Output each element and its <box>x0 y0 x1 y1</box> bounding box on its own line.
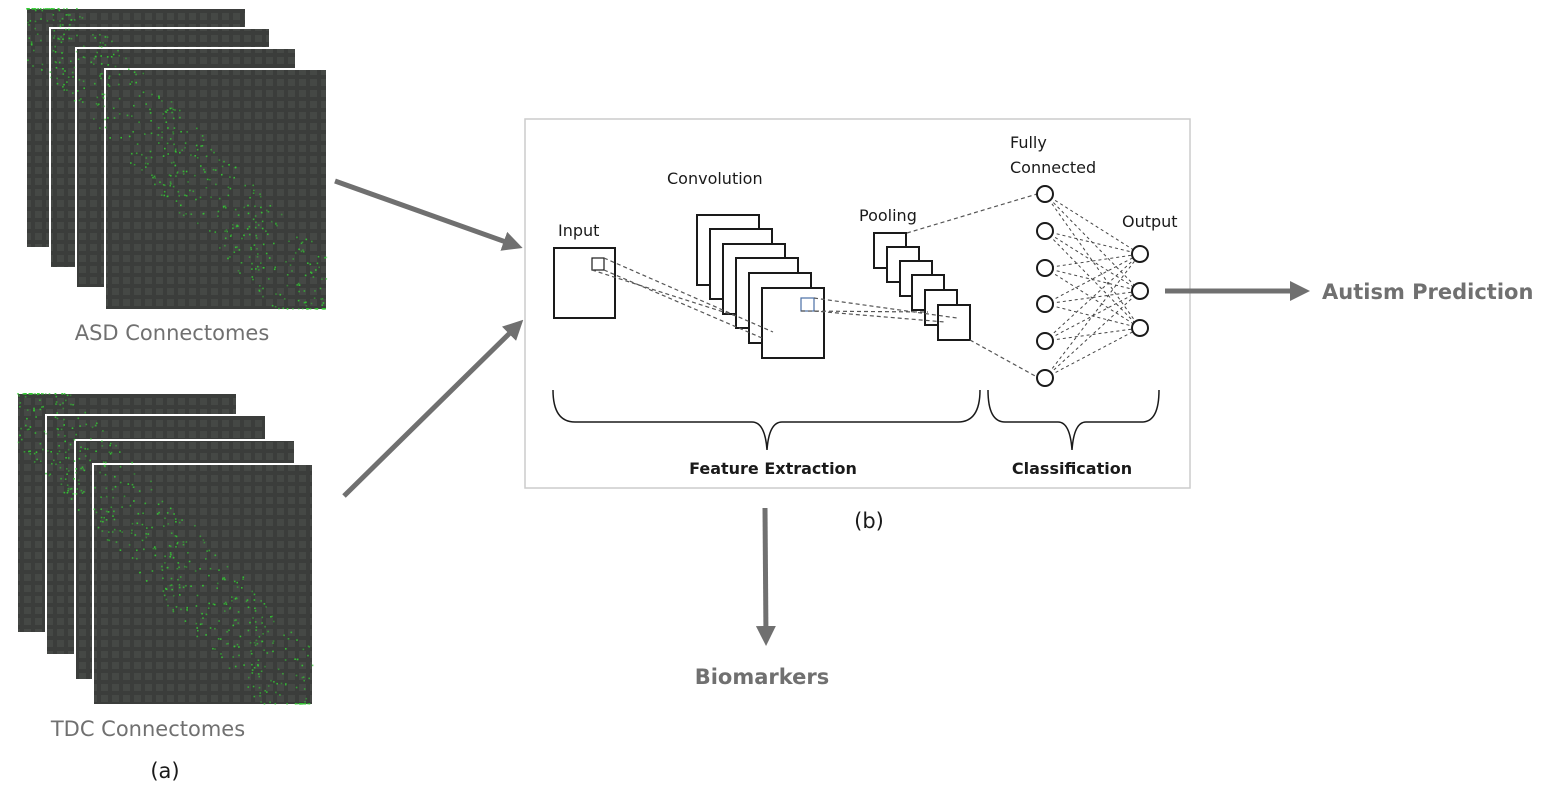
asd-matrix-dots <box>26 8 328 310</box>
fc-connection <box>1044 253 1141 269</box>
cnn-panel: Input Convolution Pooling <box>524 118 1191 489</box>
convolution-label: Convolution <box>667 169 763 188</box>
tdc-connectome-stack <box>16 392 314 706</box>
biomarkers-arrow <box>755 507 776 646</box>
convolution-feature-maps <box>696 214 825 359</box>
panel-b-label: (b) <box>854 509 884 533</box>
fc-neuron <box>1036 332 1054 350</box>
fc-neuron <box>1036 222 1054 240</box>
input-kernel <box>591 257 605 271</box>
classification-brace <box>987 389 1160 451</box>
output-neuron <box>1131 282 1149 300</box>
input-label: Input <box>558 221 599 240</box>
tdc-matrix-dots <box>17 393 314 705</box>
output-neuron <box>1131 319 1149 337</box>
dashed-connections <box>591 193 1038 378</box>
fc-neuron <box>1036 259 1054 277</box>
input-square <box>553 247 616 319</box>
pooling-feature-maps <box>873 232 971 341</box>
fc-connection <box>1044 327 1141 342</box>
tdc-to-cnn-arrow <box>342 319 524 498</box>
asd-to-cnn-arrow <box>334 178 523 251</box>
fc-connection <box>1044 267 1141 292</box>
tdc-connectomes-label: TDC Connectomes <box>50 717 245 741</box>
fc-neuron <box>1036 369 1054 387</box>
classification-label: Classification <box>1012 459 1132 478</box>
output-neuron <box>1131 245 1149 263</box>
fc-connection <box>1044 253 1141 379</box>
panel-a-label: (a) <box>150 759 179 783</box>
fully-connected-label-line2: Connected <box>1010 158 1096 177</box>
asd-connectome-stack <box>25 7 328 311</box>
autism-prediction-label: Autism Prediction <box>1322 280 1533 304</box>
fc-connection <box>1044 230 1141 255</box>
output-neurons <box>1131 245 1149 337</box>
fc-connection <box>1044 267 1141 329</box>
conv-kernel <box>800 297 815 312</box>
pooling-label: Pooling <box>859 206 917 225</box>
feature-extraction-brace <box>552 389 981 451</box>
fully-connected-label-line1: Fully <box>1010 133 1047 152</box>
output-label: Output <box>1122 212 1178 231</box>
asd-connectomes-label: ASD Connectomes <box>75 321 270 345</box>
fc-neurons <box>1036 185 1054 387</box>
fc-neuron <box>1036 295 1054 313</box>
fc-dense-lines <box>1044 193 1141 379</box>
fc-connection <box>1044 193 1141 255</box>
feature-extraction-label: Feature Extraction <box>689 459 857 478</box>
fc-connection <box>1044 290 1141 305</box>
fc-neuron <box>1036 185 1054 203</box>
biomarkers-label: Biomarkers <box>695 665 830 689</box>
